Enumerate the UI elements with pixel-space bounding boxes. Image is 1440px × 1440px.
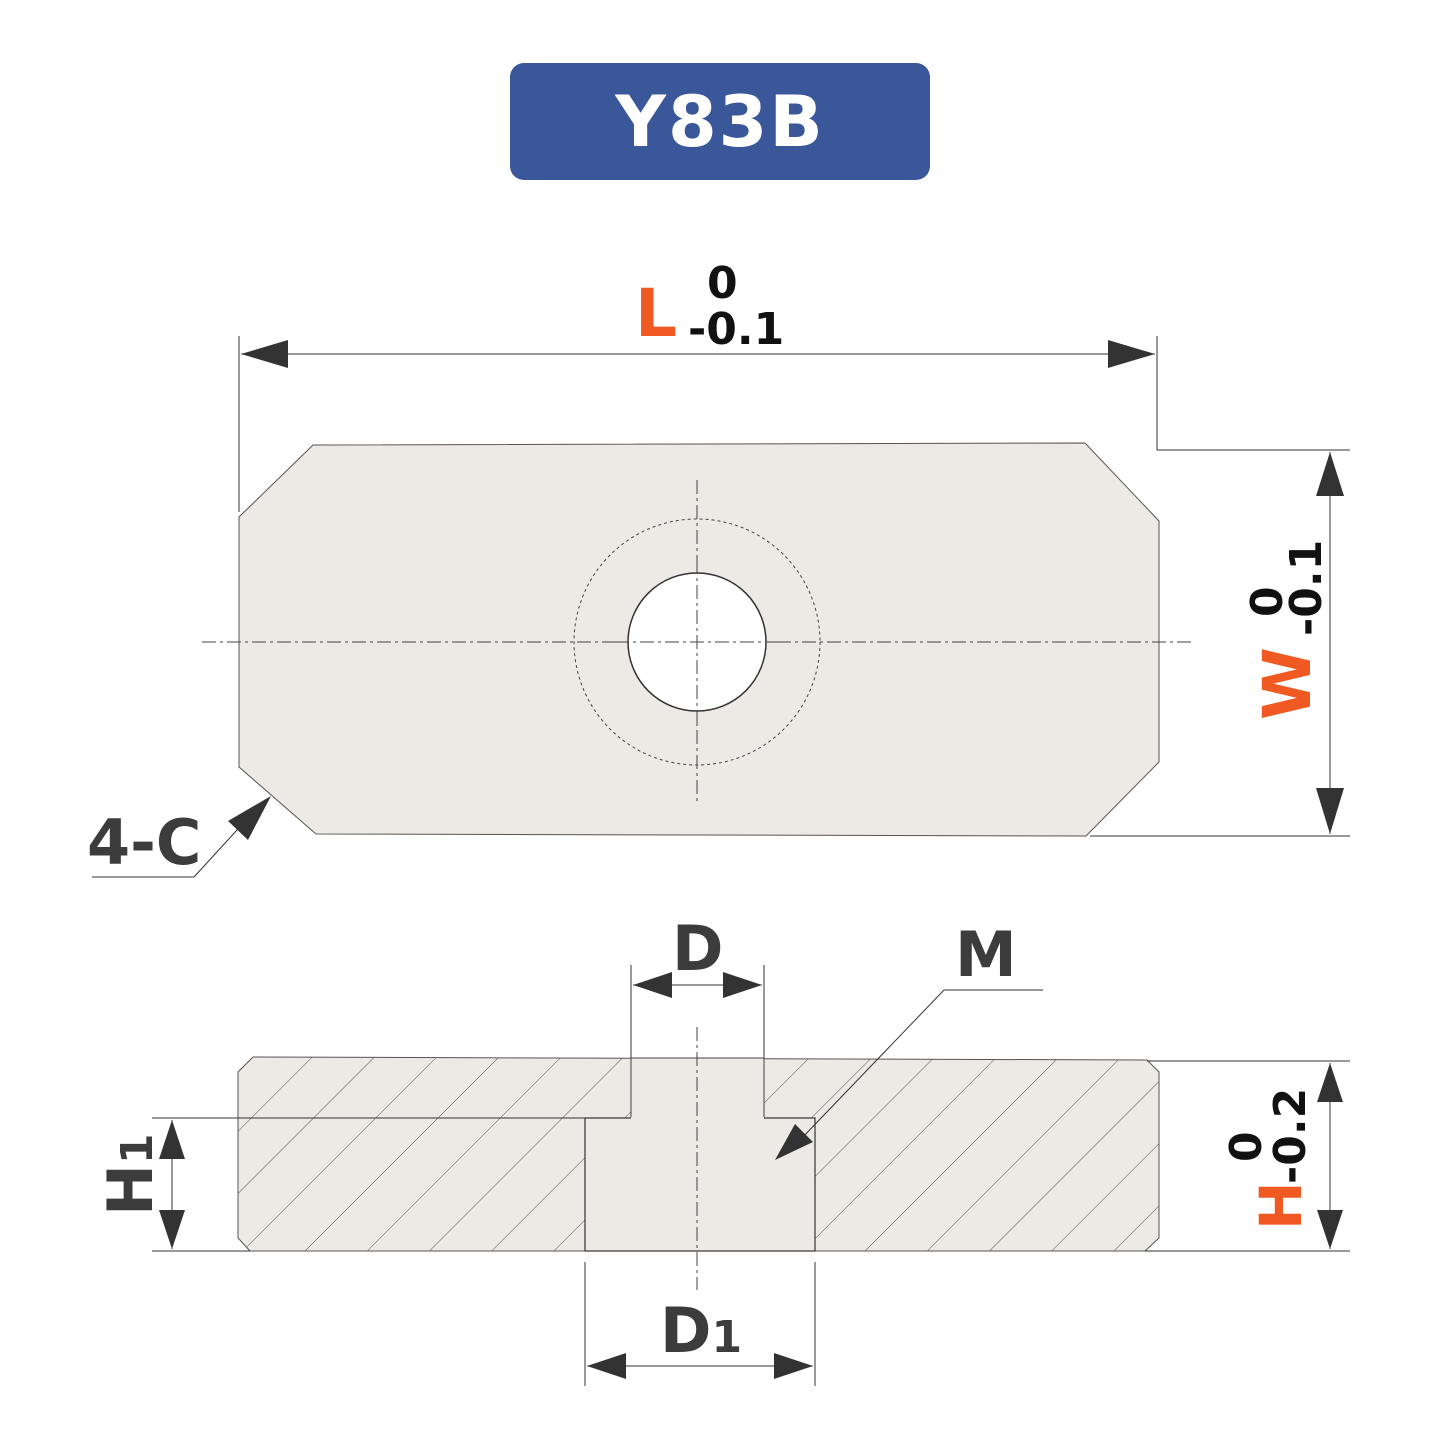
l-arrow-left <box>241 340 288 368</box>
section-view: D D1 M H1 H 0 -0.2 <box>94 912 1350 1386</box>
l-extension-right <box>1156 336 1350 451</box>
title-badge: Y83B <box>510 63 930 180</box>
l-arrow-right <box>1108 340 1155 368</box>
d-arrow-right <box>723 972 762 998</box>
h-label: H <box>1247 1181 1315 1230</box>
d1-arrow-left <box>587 1353 626 1379</box>
top-view: L 0 -0.1 W 0 -0.1 4-C <box>87 258 1350 879</box>
h1-label: H1 <box>94 1133 167 1216</box>
d-arrow-left <box>633 972 672 998</box>
l-label: L <box>635 275 677 352</box>
w-arrow-top <box>1316 452 1344 496</box>
counterbore-hidden-circle <box>573 518 821 766</box>
h-arrow-bottom <box>1317 1210 1343 1249</box>
h-arrow-top <box>1317 1063 1343 1102</box>
chamfer-leader-line <box>92 817 249 878</box>
m-leader-line <box>799 989 1043 1141</box>
w-tolerance-upper: 0 <box>1242 586 1293 617</box>
m-label: M <box>955 918 1017 991</box>
w-label: W <box>1249 647 1326 720</box>
title-text: Y83B <box>615 80 825 163</box>
chamfer-leader-arrow <box>228 796 271 840</box>
w-tolerance-lower: -0.1 <box>1281 540 1332 636</box>
w-arrow-bottom <box>1316 788 1344 834</box>
d-label: D <box>672 912 723 985</box>
l-tolerance-lower: -0.1 <box>688 304 784 355</box>
chamfer-label: 4-C <box>87 806 201 879</box>
h-tolerance-upper: 0 <box>1221 1131 1272 1162</box>
h1-arrow-top <box>159 1120 185 1159</box>
m-leader-arrow <box>775 1124 813 1160</box>
d1-label: D1 <box>660 1294 742 1367</box>
h-tolerance-lower: -0.2 <box>1265 1088 1316 1184</box>
d1-arrow-right <box>774 1353 813 1379</box>
h1-arrow-bottom <box>159 1210 185 1249</box>
counterbore-section <box>584 1117 816 1252</box>
l-tolerance-upper: 0 <box>707 258 738 309</box>
